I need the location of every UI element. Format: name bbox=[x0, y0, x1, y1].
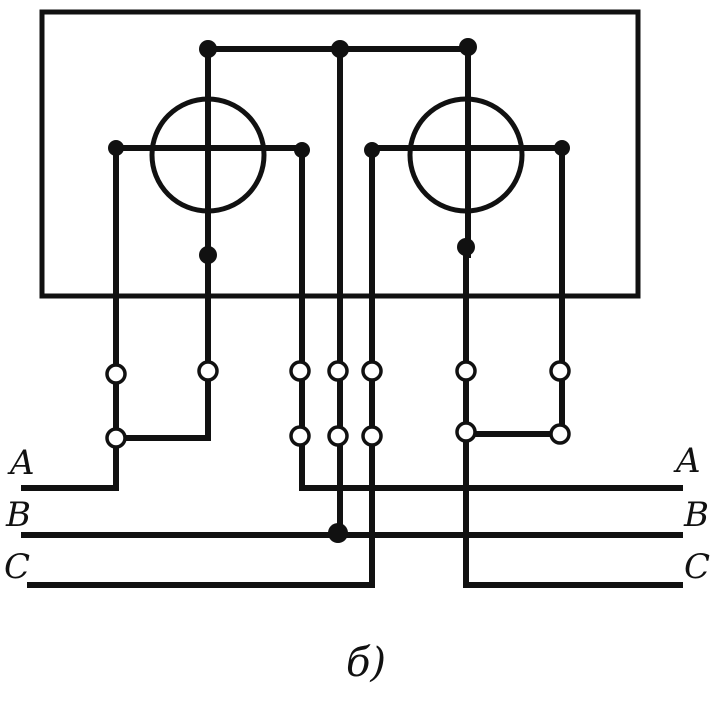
terminal-upper-1 bbox=[105, 363, 127, 385]
phase-label-a-left: A bbox=[7, 443, 35, 483]
figure-caption: б) bbox=[346, 640, 386, 686]
junction-node bbox=[459, 38, 477, 56]
terminal-upper-4 bbox=[327, 360, 349, 382]
junction-node bbox=[331, 40, 349, 58]
terminal-lower-5 bbox=[361, 425, 383, 447]
phase-label-c-right: C bbox=[684, 547, 710, 587]
phase-label-b-left: B bbox=[5, 495, 31, 535]
junction-node bbox=[294, 142, 310, 158]
junction-node bbox=[457, 238, 475, 256]
junction-node bbox=[108, 140, 124, 156]
junction-node bbox=[364, 142, 380, 158]
terminal-upper-6 bbox=[455, 360, 477, 382]
junction-node bbox=[199, 40, 217, 58]
terminal-lower-6 bbox=[455, 421, 477, 443]
lead-7 bbox=[463, 145, 565, 437]
phase-label-a-right: A bbox=[673, 441, 701, 481]
phase-label-c-left: C bbox=[4, 547, 30, 587]
terminal-upper-7 bbox=[549, 360, 571, 382]
terminal-lower-4 bbox=[327, 425, 349, 447]
lead-2 bbox=[113, 252, 211, 441]
terminal-upper-2 bbox=[197, 360, 219, 382]
terminal-lower-1 bbox=[105, 427, 127, 449]
junction-node bbox=[554, 140, 570, 156]
phase-a-line-left bbox=[21, 435, 119, 491]
junction-node bbox=[199, 246, 217, 264]
terminal-lower-3 bbox=[289, 425, 311, 447]
terminal-upper-3 bbox=[289, 360, 311, 382]
junction-node bbox=[328, 523, 348, 543]
terminal-upper-5 bbox=[361, 360, 383, 382]
phase-label-b-right: B bbox=[683, 495, 709, 535]
terminal-lower-7 bbox=[549, 423, 571, 445]
